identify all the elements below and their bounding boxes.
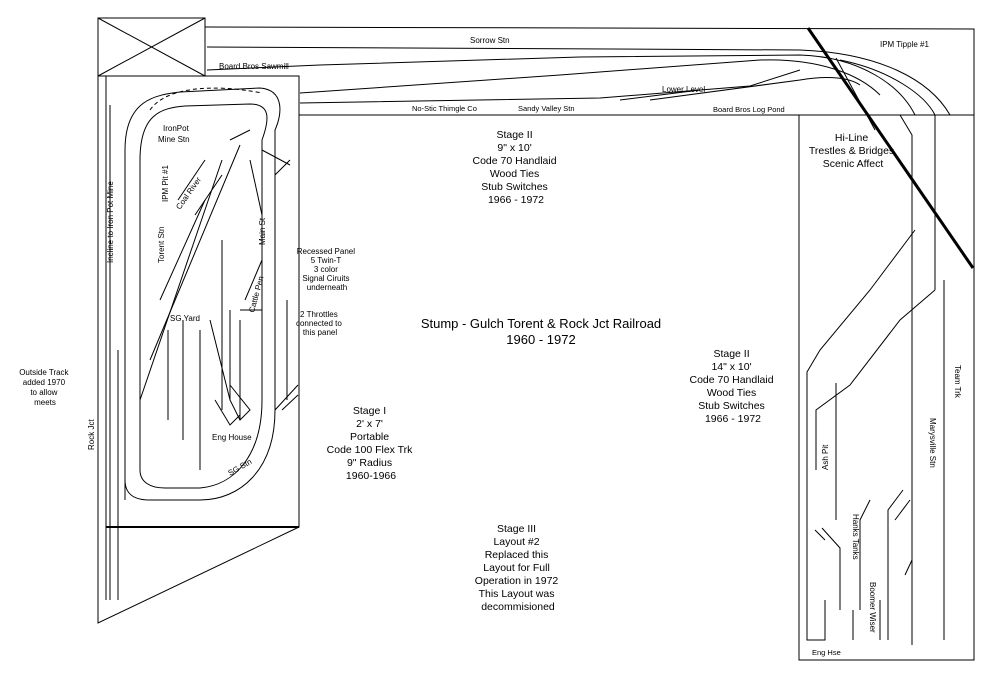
diagram-years: 1960 - 1972 xyxy=(506,332,575,347)
label-coal-river: Coal River xyxy=(174,175,203,211)
stage2-top-text: Stage II 9" x 10' Code 70 Handlaid Wood … xyxy=(473,129,560,206)
note-outside-track: Outside Track added 1970 to allow meets xyxy=(19,368,71,407)
label-lower-level: Lower Level xyxy=(662,85,705,94)
label-sg-yard: SG Yard xyxy=(170,314,200,323)
label-thimgle: No-Stic Thimgle Co xyxy=(412,104,477,113)
label-eng-hse: Eng Hse xyxy=(812,648,841,657)
label-sorrow-stn: Sorrow Stn xyxy=(470,36,510,45)
note-hi-line: Hi-Line Trestles & Bridges Scenic Affect xyxy=(809,132,897,170)
track-thimgle xyxy=(299,69,801,104)
label-main-st: Main St xyxy=(258,217,267,245)
track-labels: Sorrow Stn IPM Tipple #1 Board Bros Sawm… xyxy=(87,36,962,657)
note-recessed-panel: Recessed Panel 5 Twin-T 3 color Signal C… xyxy=(297,247,358,292)
track-right-curve xyxy=(839,59,936,290)
top-shelf-outline xyxy=(204,26,975,116)
label-ipm-pit: IPM Pit #1 xyxy=(161,165,170,202)
label-ipm-tipple: IPM Tipple #1 xyxy=(880,40,929,49)
notes: Recessed Panel 5 Twin-T 3 color Signal C… xyxy=(19,132,897,407)
track-lower-level xyxy=(299,59,881,96)
diagram-title: Stump - Gulch Torent & Rock Jct Railroad xyxy=(421,316,661,331)
track-lower-loop xyxy=(649,77,861,101)
label-sg-stn: SG Stn xyxy=(227,457,254,478)
label-boomer: Boomer Wiser xyxy=(868,582,877,633)
right-shelf-outline xyxy=(798,115,975,661)
track-sorrow-main xyxy=(206,46,951,116)
label-rock-jct: Rock Jct xyxy=(87,419,96,450)
outside-tracks xyxy=(97,76,119,623)
label-marysville: Marysville Stn xyxy=(928,418,937,468)
stage-descriptions: Stage I 2' x 7' Portable Code 100 Flex T… xyxy=(327,129,777,613)
label-sawmill: Board Bros Sawmill xyxy=(219,62,289,71)
label-cattle-pen: Cattle Pen xyxy=(247,275,265,313)
stage1-text: Stage I 2' x 7' Portable Code 100 Flex T… xyxy=(327,405,416,482)
track-ironpot-dashed xyxy=(149,87,263,111)
label-incline: Incline to Iron Pot Mine xyxy=(106,181,115,263)
stage1-tracks xyxy=(124,87,299,501)
label-eng-house: Eng House xyxy=(212,433,252,442)
label-team-trk: Team Trk xyxy=(953,365,962,399)
stage1-board-outline xyxy=(105,75,300,528)
stage3-text: Stage III Layout #2 Replaced this Layout… xyxy=(475,523,561,613)
label-torent-stn: Torent Stn xyxy=(157,227,166,263)
track-stage1-inner-loop xyxy=(139,103,268,489)
label-ash-pit: Ash Pit xyxy=(821,444,830,470)
label-log-pond: Board Bros Log Pond xyxy=(713,105,785,114)
label-hanks-tanks: Hanks Tanks xyxy=(851,514,860,560)
title-block: Stump - Gulch Torent & Rock Jct Railroad… xyxy=(421,316,661,347)
label-mine-stn: Mine Stn xyxy=(158,135,190,144)
track-sawmill xyxy=(206,54,916,116)
note-throttles: 2 Throttles connected to this panel xyxy=(296,310,344,337)
hi-line-bridge xyxy=(806,27,975,269)
top-shelf-tracks xyxy=(206,27,975,645)
stage2-right-text: Stage II 14" x 10' Code 70 Handlaid Wood… xyxy=(690,348,777,425)
outside-track-outline xyxy=(97,75,300,624)
label-sandy-valley: Sandy Valley Stn xyxy=(518,104,575,113)
right-shelf-tracks xyxy=(806,229,945,641)
label-ironpot: IronPot xyxy=(163,124,190,133)
